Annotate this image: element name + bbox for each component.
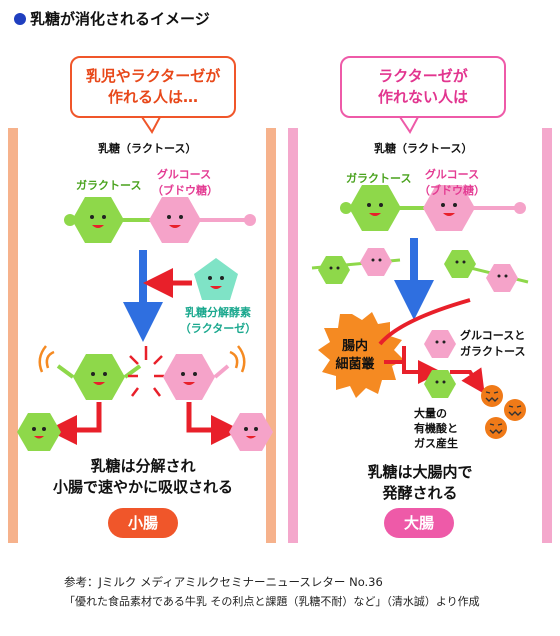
right-result-text: 乳糖は大腸内で 発酵される (367, 463, 473, 502)
lactase-enzyme-icon (194, 258, 238, 300)
gas-ball-icon (481, 385, 503, 407)
left-panel-wall (8, 128, 18, 543)
product-glucose-icon (424, 330, 456, 358)
right-lactose-label: 乳糖（ラクトース） (374, 142, 473, 155)
gut-bacteria-label: 腸内 細菌叢 (335, 339, 375, 372)
right-lactose-molecule (340, 185, 526, 231)
product-galactose-icon (424, 370, 456, 398)
page-title: 乳糖が消化されるイメージ (14, 8, 210, 29)
large-intestine-panel (288, 128, 552, 543)
products-label: グルコースと ガラクトース (460, 329, 526, 358)
lactase-enzyme-label: 乳糖分解酵素 （ラクターゼ） (179, 306, 257, 335)
burst-icon (128, 346, 164, 397)
gas-ball-icon (485, 417, 507, 439)
right-panel-wall (288, 128, 298, 543)
galactose-hexagon-icon (72, 197, 124, 243)
bullet-dot-icon (14, 13, 26, 25)
gas-ball-icon (504, 399, 526, 421)
right-panel-wall (542, 128, 552, 543)
right-bubble-tail (398, 116, 420, 134)
bacteria-to-products-line (378, 298, 471, 346)
reference-line-1: 参考：Jミルク メディアミルクセミナーニュースレター No.36 (64, 575, 383, 589)
glucose-hexagon-icon (149, 197, 201, 243)
split-galactose-icon (38, 345, 142, 400)
absorbed-galactose-icon (17, 413, 61, 451)
left-bubble-tail (140, 116, 162, 134)
left-result-text: 乳糖は分解され 小腸で速やかに吸収される (52, 457, 233, 496)
glucose-absorption-arrow (186, 402, 241, 445)
acids-gas-label: 大量の 有機酸と ガス産生 (414, 407, 458, 450)
absorbed-glucose-icon (229, 413, 273, 451)
lactase-producer-bubble: 乳児やラクターゼが 作れる人は… (70, 56, 236, 118)
left-panel-wall (266, 128, 276, 543)
left-lactose-molecule (64, 197, 256, 243)
acid-production-arrow (450, 367, 485, 394)
right-glucose-label: グルコース （ブドウ糖） (419, 168, 485, 197)
small-lactose-pair-right (444, 250, 529, 292)
lactase-nonproducer-bubble: ラクターゼが 作れない人は (340, 56, 506, 118)
right-galactose-label: ガラクトース (346, 172, 412, 185)
small-intestine-label: 小腸 (108, 508, 178, 538)
reference-line-2: 「優れた食品素材である牛乳 その利点と課題（乳糖不耐）など」（清水誠）より作成 (64, 595, 480, 608)
large-intestine-label: 大腸 (384, 508, 454, 538)
fermentation-arrow (402, 360, 442, 384)
left-glucose-label: グルコース （ブドウ糖） (152, 168, 218, 197)
left-galactose-label: ガラクトース (76, 179, 142, 192)
left-lactose-label: 乳糖（ラクトース） (98, 142, 197, 155)
split-glucose-icon (163, 345, 246, 400)
galactose-absorption-arrow (47, 402, 102, 445)
small-lactose-pair-left (311, 248, 401, 284)
gut-bacteria-icon (318, 312, 404, 398)
